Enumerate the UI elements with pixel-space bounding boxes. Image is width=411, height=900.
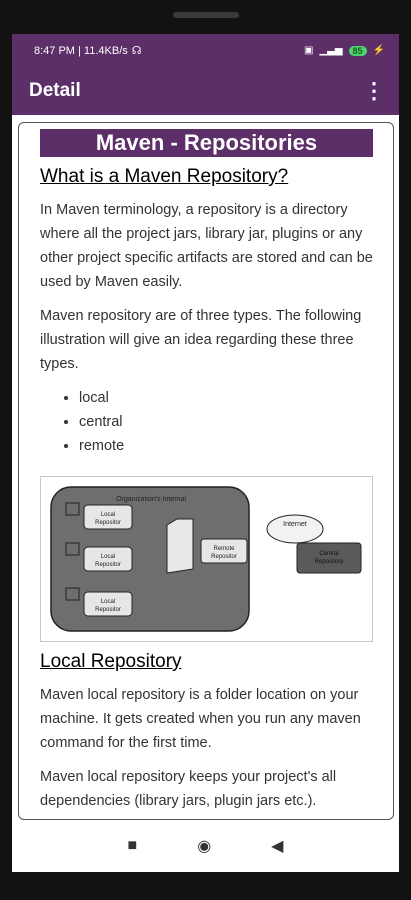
system-nav-bar: ■ ◉ ◀ [12, 826, 399, 866]
svg-text:Repositor: Repositor [95, 607, 121, 613]
svg-text:Repositor: Repositor [95, 562, 121, 568]
svg-text:Local: Local [101, 512, 115, 518]
sim-icon: ▣ [304, 45, 314, 56]
heading-what-is-repo: What is a Maven Repository? [40, 166, 289, 187]
status-bar: 8:47 PM | 11.4KB/s ☊ ▣ ▁▃▅ 85 ⚡ [12, 34, 399, 67]
repository-types-list: local central remote [19, 386, 393, 458]
speaker-grille [173, 12, 239, 18]
battery-indicator: 85 [348, 45, 367, 56]
square-icon[interactable]: ■ [127, 837, 138, 854]
local-repo-2: Local Repositor [65, 542, 133, 572]
diagram-internet-label: Internet [283, 521, 307, 528]
triangle-back-icon[interactable]: ◀ [271, 838, 284, 855]
list-item: remote [79, 434, 393, 458]
headphones-icon: ☊ [131, 45, 142, 57]
internet-cloud: Internet [266, 514, 324, 544]
app-bar: Detail ⋮ [12, 67, 399, 115]
remote-repository: Remote Repositor [166, 518, 248, 574]
svg-text:Repositor: Repositor [211, 554, 237, 560]
list-item: central [79, 410, 393, 434]
svg-text:Repositor: Repositor [95, 520, 121, 526]
local-repo-1: Local Repositor [65, 502, 133, 530]
screen: 8:47 PM | 11.4KB/s ☊ ▣ ▁▃▅ 85 ⚡ Detail ⋮… [12, 34, 399, 872]
signal-icon: ▁▃▅ [319, 45, 343, 56]
heading-local-repo: Local Repository [40, 651, 182, 672]
local-repo-3: Local Repositor [65, 587, 133, 617]
svg-text:Repository: Repository [315, 559, 344, 565]
list-item: local [79, 386, 393, 410]
diagram-org-label: Organization's Internal [116, 496, 186, 503]
repository-diagram: Organization's Internal Local Repositor … [40, 476, 373, 642]
svg-text:Remote: Remote [213, 546, 235, 552]
app-title: Detail [29, 80, 81, 101]
central-repository: Central Repository [296, 542, 362, 574]
paragraph-4: Maven local repository keeps your projec… [40, 769, 337, 809]
article-content[interactable]: Maven - Repositories What is a Maven Rep… [18, 122, 394, 820]
paragraph-1: In Maven terminology, a repository is a … [40, 202, 373, 290]
circle-icon[interactable]: ◉ [197, 838, 212, 855]
charging-icon: ⚡ [372, 45, 385, 56]
svg-text:Central: Central [319, 551, 338, 557]
svg-text:Local: Local [101, 554, 115, 560]
more-vert-icon[interactable]: ⋮ [363, 78, 385, 103]
svg-text:Local: Local [101, 599, 115, 605]
article-banner: Maven - Repositories [40, 129, 373, 157]
status-time: 8:47 PM | 11.4KB/s [34, 44, 128, 57]
paragraph-2: Maven repository are of three types. The… [40, 308, 362, 372]
paragraph-3: Maven local repository is a folder locat… [40, 687, 361, 751]
